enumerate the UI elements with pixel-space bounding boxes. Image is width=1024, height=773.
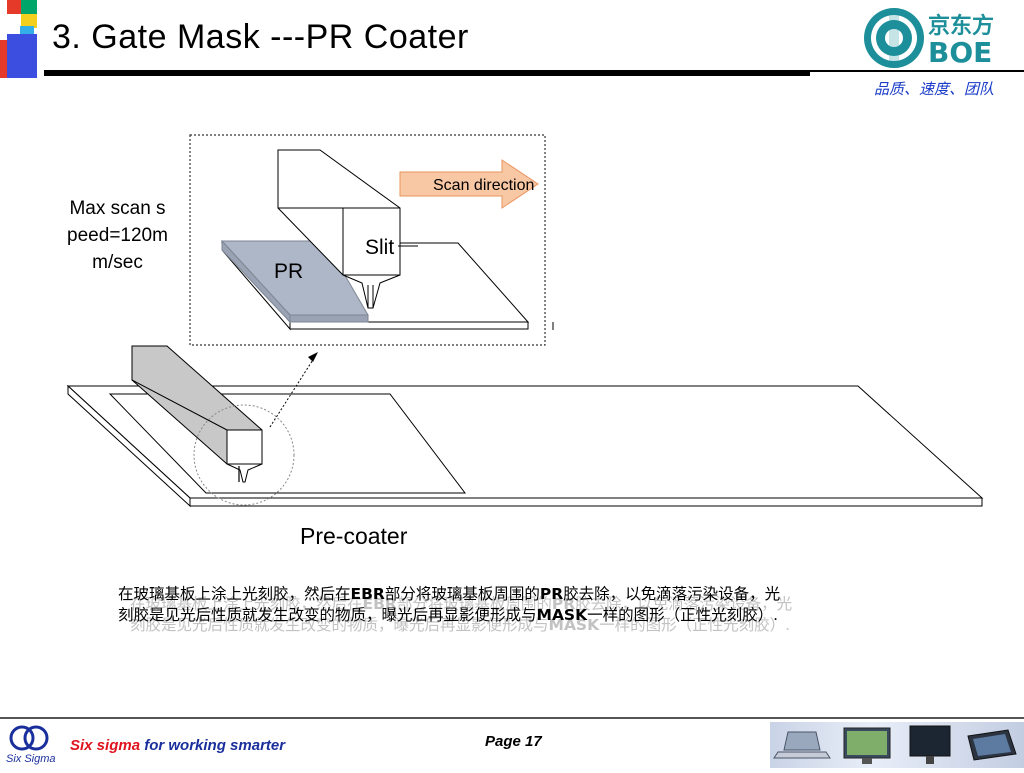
corner-squares-icon [0, 0, 48, 78]
speed-text: Max scan s peed=120m m/sec [67, 198, 168, 273]
boe-logo-icon [864, 8, 924, 68]
description-text: 在玻璃基板上涂上光刻胶，然后在EBR部分将玻璃基板周围的PR胶去除，以免滴落污染… [118, 584, 790, 626]
pr-label: PR [274, 260, 303, 283]
page-number: Page 17 [485, 733, 542, 750]
footer-tagline: Six sigma for working smarter [70, 737, 285, 754]
computer-devices-icon [773, 725, 1017, 764]
sixsigma-text: Six sigma [70, 737, 141, 754]
description-bold: PR [539, 585, 564, 603]
description-part: 在玻璃基板上涂上光刻胶，然后在 [118, 585, 351, 603]
description-bold: EBR [350, 585, 385, 603]
boe-logo-cn: 京东方 [928, 14, 995, 39]
coater-diagram: Scan direction Slit PR [66, 134, 984, 508]
max-scan-speed-note: Max scan s peed=120m m/sec [50, 195, 185, 276]
detail-box [189, 134, 546, 346]
description-part: 部分将玻璃基板周围的 [384, 585, 540, 603]
boe-logo: 京东方 BOE [862, 6, 1002, 70]
boe-logo-en: BOE [928, 36, 993, 69]
footer-devices [770, 722, 1024, 768]
header-rule [44, 70, 1024, 76]
svg-text:Six Sigma: Six Sigma [6, 753, 56, 765]
page-title: 3. Gate Mask ---PR Coater [52, 18, 469, 56]
description-part: 胶去除，以免滴落污染设备，光刻胶是见光后性质就发生改变的物质，曝光后再显影便形成… [118, 585, 781, 624]
precoater-label: Pre-coater [300, 523, 408, 549]
zoom-circle [193, 404, 295, 506]
slogan: 品质、速度、团队 [873, 80, 994, 98]
scan-direction-label: Scan direction [433, 177, 534, 194]
footer-rule [0, 717, 1024, 719]
six-sigma-logo-icon: Six Sigma [6, 725, 56, 765]
slit-label: Slit [365, 236, 394, 259]
description-shadow: 在玻璃基板上涂上光刻胶，然后在EBR部分将玻璃基板周围的PR胶去除，以免滴落污染… [130, 595, 793, 634]
description-part: 一样的图形（正性光刻胶）. [587, 606, 779, 624]
tagline-text: for working smarter [140, 737, 286, 754]
description-bold: MASK [536, 606, 588, 624]
scan-direction-arrow [399, 159, 539, 209]
